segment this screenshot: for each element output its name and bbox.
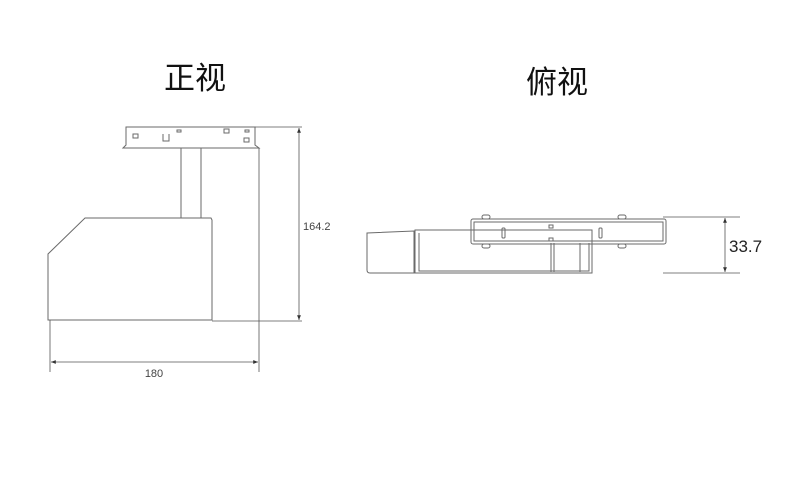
lamp-frame [414, 229, 593, 274]
frame-rib [550, 243, 581, 272]
lamp-head [366, 230, 415, 274]
bracket-slot [501, 227, 506, 239]
mounting-bracket [121, 126, 261, 149]
bracket-hole [548, 237, 554, 242]
front-view-title: 正视 [164, 61, 226, 97]
top-view: 33.7 [366, 214, 762, 274]
bracket-hole [244, 129, 250, 133]
bracket-slot [598, 227, 603, 239]
bracket-tab [617, 243, 627, 249]
bracket-hole [132, 133, 139, 139]
bracket-inner [473, 221, 664, 242]
bracket-tab [617, 214, 627, 220]
bracket-tab [481, 243, 491, 249]
height-dimension-label: 164.2 [303, 221, 331, 233]
depth-dimension-label: 33.7 [729, 237, 762, 256]
lamp-body [47, 217, 213, 321]
bracket-hole [548, 224, 554, 229]
bracket-hole [243, 137, 250, 143]
bracket-tab [481, 214, 491, 220]
bracket-hole [223, 128, 230, 134]
bracket-hole [176, 129, 182, 133]
top-view-title: 俯视 [526, 65, 588, 101]
mounting-bracket [470, 218, 667, 245]
stem [180, 148, 202, 218]
bracket-slot [162, 134, 170, 142]
front-view: 164.2 180 [47, 126, 331, 380]
width-dimension-label: 180 [145, 368, 163, 380]
